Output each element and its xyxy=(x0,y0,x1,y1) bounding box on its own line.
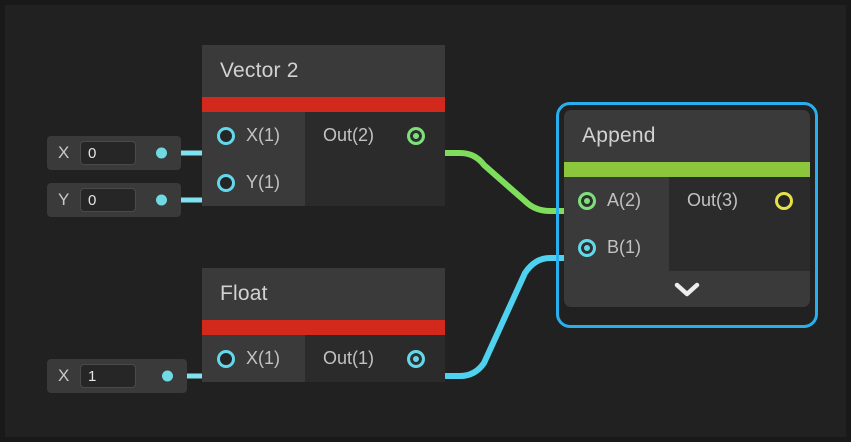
node-float-inputs: X(1) xyxy=(202,335,305,382)
param-port-vector2-x[interactable] xyxy=(156,147,167,159)
port-vector2-out[interactable]: Out(2) xyxy=(305,112,445,159)
port-dot-icon-append-out[interactable] xyxy=(775,191,793,210)
port-vector2-in-x[interactable]: X(1) xyxy=(202,112,305,159)
node-float-header[interactable]: Float xyxy=(202,268,445,320)
port-append-out-spacer xyxy=(669,224,810,271)
node-vector2-body: X(1) Y(1) Out(2) xyxy=(202,112,445,206)
node-append-accent-bar xyxy=(564,162,810,177)
param-port-vector2-y[interactable] xyxy=(156,194,167,206)
param-input-vector2-x[interactable] xyxy=(80,141,136,165)
port-label-vector2-out: Out(2) xyxy=(323,125,375,145)
port-append-in-b[interactable]: B(1) xyxy=(564,224,669,271)
param-input-vector2-y[interactable] xyxy=(80,188,136,212)
port-float-in-x[interactable]: X(1) xyxy=(202,335,305,382)
port-vector2-out-spacer xyxy=(305,159,445,206)
node-float-outputs: Out(1) xyxy=(305,335,445,382)
port-label-float-out: Out(1) xyxy=(323,348,375,368)
port-label-vector2-in-x: X(1) xyxy=(246,125,281,145)
port-dot-icon-vector2-out[interactable] xyxy=(407,126,425,145)
param-input-float-x[interactable] xyxy=(80,364,136,388)
param-dot-icon-float-x xyxy=(162,370,173,382)
node-append-header[interactable]: Append xyxy=(564,110,810,162)
port-vector2-in-y[interactable]: Y(1) xyxy=(202,159,305,206)
param-dot-icon-vector2-y xyxy=(156,194,167,206)
node-float-body: X(1) Out(1) xyxy=(202,335,445,382)
port-label-append-in-a: A(2) xyxy=(607,190,642,210)
param-label-vector2-x: X xyxy=(58,143,70,162)
node-float[interactable]: Float X(1) Out(1) xyxy=(202,268,445,382)
node-append-inputs: A(2) B(1) xyxy=(564,177,669,271)
param-label-float-x: X xyxy=(58,366,70,385)
port-dot-icon-float-out[interactable] xyxy=(407,349,425,368)
port-label-vector2-in-y: Y(1) xyxy=(246,172,281,192)
node-vector2-title: Vector 2 xyxy=(220,59,299,82)
node-vector2-inputs: X(1) Y(1) xyxy=(202,112,305,206)
port-dot-icon-vector2-in-y[interactable] xyxy=(217,173,235,192)
port-label-float-in-x: X(1) xyxy=(246,348,281,368)
param-label-vector2-y: Y xyxy=(58,190,70,209)
port-append-out[interactable]: Out(3) xyxy=(669,177,810,224)
param-row-vector2-y[interactable]: Y xyxy=(47,183,181,217)
port-dot-icon-float-in-x[interactable] xyxy=(217,349,235,368)
port-float-out[interactable]: Out(1) xyxy=(305,335,445,382)
port-label-append-in-b: B(1) xyxy=(607,237,642,257)
port-label-append-out: Out(3) xyxy=(687,190,739,210)
param-row-vector2-x[interactable]: X xyxy=(47,136,181,170)
node-append-outputs: Out(3) xyxy=(669,177,810,271)
node-append[interactable]: Append A(2) B(1) Out(3) xyxy=(564,110,810,307)
port-dot-icon-vector2-in-x[interactable] xyxy=(217,126,235,145)
param-dot-icon-vector2-x xyxy=(156,147,167,159)
port-dot-icon-append-in-a[interactable] xyxy=(578,191,596,210)
node-append-selection-ring xyxy=(556,102,818,328)
node-float-title: Float xyxy=(220,282,268,305)
node-vector2[interactable]: Vector 2 X(1) Y(1) Out(2) xyxy=(202,45,445,206)
port-dot-icon-append-in-b[interactable] xyxy=(578,238,596,257)
node-vector2-accent-bar xyxy=(202,97,445,112)
param-port-float-x[interactable] xyxy=(162,370,173,382)
node-append-title: Append xyxy=(582,124,656,147)
node-append-expander[interactable] xyxy=(564,271,810,307)
port-append-in-a[interactable]: A(2) xyxy=(564,177,669,224)
param-row-float-x[interactable]: X xyxy=(47,359,187,393)
node-vector2-outputs: Out(2) xyxy=(305,112,445,206)
node-vector2-header[interactable]: Vector 2 xyxy=(202,45,445,97)
node-append-body: A(2) B(1) Out(3) xyxy=(564,177,810,271)
node-float-accent-bar xyxy=(202,320,445,335)
chevron-down-icon xyxy=(674,282,700,296)
